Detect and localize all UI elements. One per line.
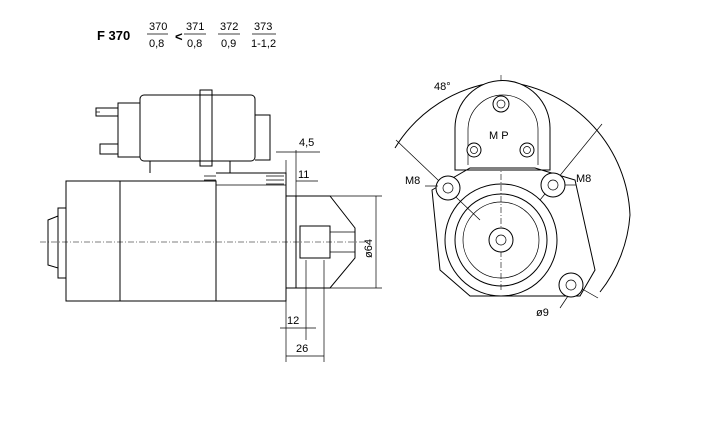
mount-boss-left — [435, 175, 461, 201]
dim-flange-to-pinion: 12 — [287, 315, 299, 327]
variant-4-ratio: 1-1,2 — [251, 38, 276, 50]
terminal-right — [519, 142, 535, 158]
motor-housing — [65, 180, 217, 302]
rear-bracket — [57, 207, 67, 279]
dim-overall-nose: 26 — [296, 343, 308, 355]
solenoid-head — [454, 80, 551, 171]
terminal-left — [466, 142, 482, 158]
variant-3-ratio: 0,9 — [221, 38, 236, 50]
terminal-top — [492, 95, 510, 113]
pinion-hub — [488, 227, 514, 253]
hole-diameter-label: ø9 — [536, 307, 549, 319]
thread-label-left: M8 — [405, 175, 420, 187]
solenoid-flange — [199, 89, 213, 167]
terminal-stud-bottom — [99, 143, 119, 155]
mounting-flange-face — [431, 167, 596, 297]
model-code: F 370 — [97, 28, 130, 43]
variant-2-number: 371 — [186, 21, 204, 33]
variant-3-number: 372 — [220, 21, 238, 33]
variant-1-number: 370 — [149, 21, 167, 33]
thread-label-right: M8 — [576, 173, 591, 185]
terminal-label: M P — [489, 130, 509, 142]
solenoid-cap — [117, 102, 141, 158]
mount-arc — [507, 81, 631, 293]
front-view: 48° M P M8 M8 ø9 — [394, 75, 631, 319]
dim-flange-thickness: 4,5 — [299, 137, 314, 149]
solenoid-body — [139, 94, 256, 162]
drive-housing — [216, 172, 287, 302]
mount-boss-bottom — [558, 272, 584, 298]
drive-end-inner — [454, 193, 548, 287]
header: F 370 370 0,8 < 371 0,8 372 0,9 373 1-1,… — [97, 21, 276, 50]
angle-label: 48° — [434, 81, 451, 93]
drive-end-outer — [444, 183, 558, 297]
compare-symbol: < — [175, 29, 183, 44]
variant-2-ratio: 0,8 — [187, 38, 202, 50]
solenoid-plunger — [255, 114, 271, 161]
variant-4-number: 373 — [254, 21, 272, 33]
mount-boss-right — [540, 172, 566, 198]
variant-1-ratio: 0,8 — [149, 38, 164, 50]
dim-pinion-diameter: ø64 — [363, 239, 375, 258]
side-view: 4,5 11 ø64 12 26 — [40, 89, 382, 362]
dim-pinion-offset: 11 — [298, 169, 309, 181]
